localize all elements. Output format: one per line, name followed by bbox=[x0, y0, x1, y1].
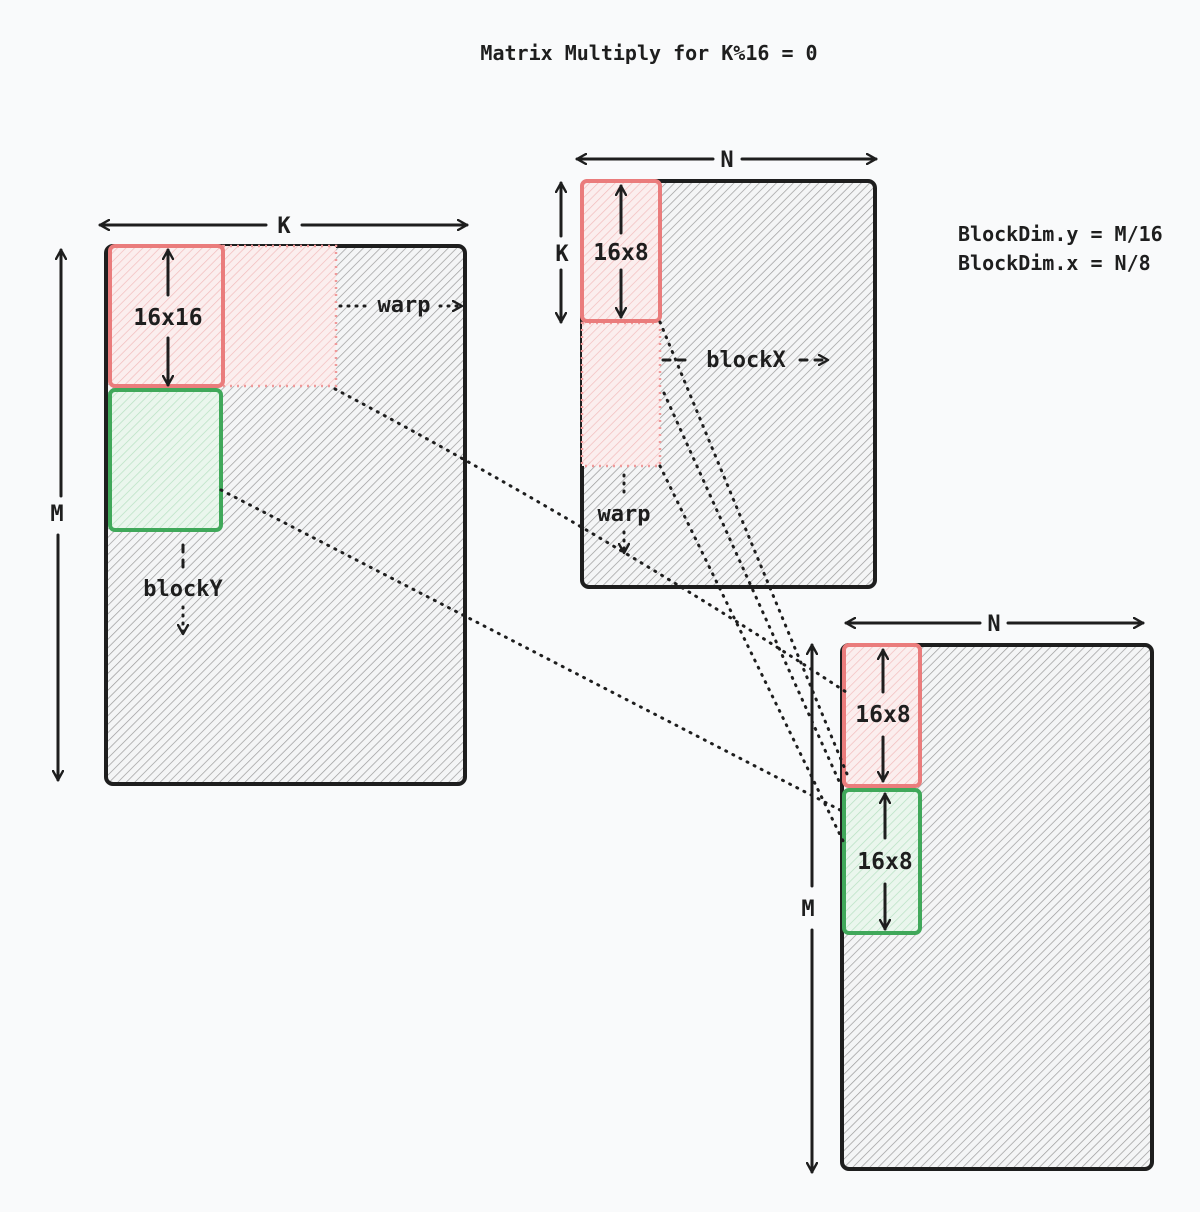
matrix-a-warp-tile-label: 16x16 bbox=[133, 305, 202, 331]
matrix-c-warp-tile bbox=[842, 643, 922, 788]
connector-a-warp-to-c bbox=[333, 387, 848, 694]
matrix-b-width-label: N bbox=[720, 148, 733, 173]
matrix-a-block-tile bbox=[108, 388, 223, 532]
diagram-title: Matrix Multiply for K%16 = 0 bbox=[480, 41, 817, 65]
connector-b-to-c-3 bbox=[658, 464, 847, 847]
matrix-c-block-tile-label: 16x8 bbox=[857, 849, 912, 875]
connector-b-to-c-1 bbox=[658, 320, 849, 776]
matrix-b-warp-label: warp bbox=[598, 502, 651, 527]
connector-b-to-c-2 bbox=[662, 391, 845, 792]
matrix-a-width-label: K bbox=[277, 214, 291, 239]
matrix-a-next-warp-tile bbox=[221, 244, 338, 388]
matrix-b: N K 16x8 blockX warp bbox=[555, 148, 878, 589]
matrix-b-next-warp-tile bbox=[580, 321, 662, 468]
block-dim-x-note: BlockDim.x = N/8 bbox=[958, 251, 1151, 275]
matrix-b-warp-tile-label: 16x8 bbox=[593, 240, 648, 266]
matrix-c: N M 16x8 16x8 bbox=[801, 612, 1154, 1174]
matrix-a-height-label: M bbox=[50, 502, 63, 527]
matrix-c-height-label: M bbox=[801, 897, 814, 922]
matrix-a-blocky-label: blockY bbox=[143, 577, 223, 602]
matrix-b-blockx-label: blockX bbox=[706, 348, 785, 373]
block-dim-y-note: BlockDim.y = M/16 bbox=[958, 222, 1163, 246]
matrix-c-warp-tile-label: 16x8 bbox=[855, 702, 910, 728]
connector-a-block-to-c bbox=[219, 488, 844, 813]
matrix-b-height-label: K bbox=[555, 242, 569, 267]
matrix-c-width-label: N bbox=[987, 612, 1000, 637]
matrix-a-warp-label: warp bbox=[378, 293, 431, 318]
matrix-b-warp-tile bbox=[580, 179, 662, 323]
matrix-a: K M 16x16 warp blockY bbox=[50, 214, 469, 786]
matrix-c-block-tile bbox=[842, 788, 922, 935]
connector-lines bbox=[219, 320, 849, 847]
